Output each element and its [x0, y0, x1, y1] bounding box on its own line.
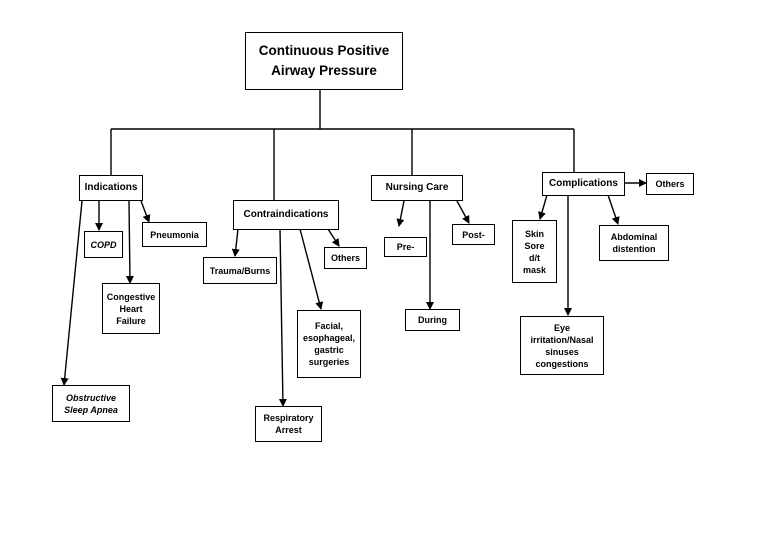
post-label: Post- [462, 229, 485, 240]
contra-others-label: Others [330, 253, 360, 263]
arrow-to-trauma [231, 228, 240, 257]
trauma-burns-node: Trauma/Burns [203, 257, 277, 284]
copd-node: COPD [84, 231, 123, 258]
complications-others-label: Others [655, 179, 685, 189]
during-node: During [405, 309, 460, 331]
title-node: Continuous Positive Airway Pressure [245, 32, 403, 90]
contraindications-label: Contraindications [243, 209, 329, 220]
arrow-to-pneumonia [140, 200, 151, 223]
complications-others-node: Others [646, 173, 694, 195]
arrow-to-post [456, 200, 470, 224]
abdominal-distention-node: Abdominal distention [599, 225, 669, 261]
eye-irritation-label: Eye irritation/Nasal sinuses congestions [530, 322, 594, 369]
osa-label: Obstructive Sleep Apnea [64, 392, 118, 415]
contraindications-node: Contraindications [233, 200, 339, 230]
arrow-to-abdominal [607, 194, 620, 225]
post-node: Post- [452, 224, 495, 245]
contra-others-node: Others [324, 247, 367, 269]
arrow-to-resp-arrest [278, 228, 287, 407]
facial-surgeries-node: Facial, esophageal, gastric surgeries [297, 310, 361, 378]
respiratory-arrest-label: Respiratory Arrest [263, 413, 314, 435]
during-label: During [418, 315, 447, 325]
osa-node: Obstructive Sleep Apnea [52, 385, 130, 422]
trauma-burns-label: Trauma/Burns [209, 265, 271, 276]
copd-label: COPD [90, 239, 117, 250]
title-text: Continuous Positive Airway Pressure [258, 43, 390, 78]
pre-label: Pre- [396, 242, 415, 252]
indications-node: Indications [79, 175, 143, 201]
arrow-to-osa [60, 200, 83, 386]
pre-node: Pre- [384, 237, 427, 257]
pneumonia-node: Pneumonia [142, 222, 207, 247]
nursing-care-label: Nursing Care [385, 182, 449, 193]
arrow-to-contra-others [327, 228, 340, 247]
complications-label: Complications [549, 178, 618, 189]
skin-sore-node: Skin Sore d/t mask [512, 220, 557, 283]
indications-label: Indications [84, 182, 138, 193]
arrow-to-skin-sore [538, 194, 548, 220]
arrow-to-facial [299, 228, 324, 310]
arrow-to-pre [396, 200, 405, 227]
respiratory-arrest-node: Respiratory Arrest [255, 406, 322, 442]
pneumonia-label: Pneumonia [150, 229, 199, 240]
complications-node: Complications [542, 172, 625, 196]
chf-node: Congestive Heart Failure [102, 283, 160, 334]
skin-sore-label: Skin Sore d/t mask [522, 228, 547, 275]
facial-surgeries-label: Facial, esophageal, gastric surgeries [302, 321, 356, 367]
arrow-to-chf [125, 200, 134, 284]
nursing-care-node: Nursing Care [371, 175, 463, 201]
abdominal-distention-label: Abdominal distention [610, 232, 658, 254]
eye-irritation-node: Eye irritation/Nasal sinuses congestions [520, 316, 604, 375]
chf-label: Congestive Heart Failure [106, 291, 156, 326]
